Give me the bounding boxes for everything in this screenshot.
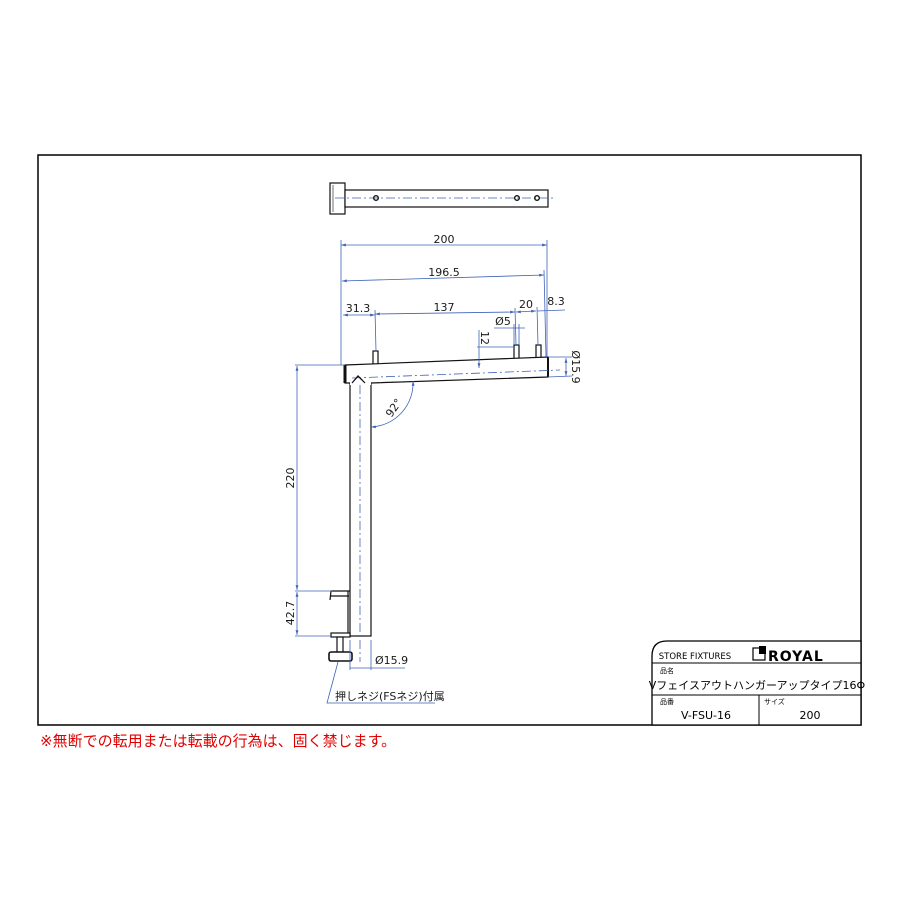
top-view (329, 182, 556, 215)
dim-overall-width: 200 (434, 233, 455, 246)
product-code: V-FSU-16 (681, 709, 731, 722)
dim-pin-height: 12 (478, 331, 491, 345)
drawing-frame (37, 154, 862, 726)
dim-pin-diameter: Ø5 (495, 315, 511, 328)
dim-post-length: 220 (284, 468, 297, 489)
name-label: 品名 (660, 666, 674, 675)
dim-arm-diameter: Ø15.9 (569, 350, 582, 383)
screw-note: 押しネジ(FSネジ)付属 (335, 689, 445, 703)
dim-end-offset: 8.3 (547, 295, 565, 308)
front-view (328, 344, 561, 662)
company-tag: STORE FIXTURES (659, 652, 731, 662)
dimension-lines (295, 240, 573, 704)
dim-pin-spacing: 137 (434, 301, 455, 314)
copyright-notice: ※無断での転用または転載の行為は、固く禁じます。 (40, 732, 397, 750)
dim-post-diameter: Ø15.9 (375, 654, 408, 667)
size-value: 200 (800, 709, 821, 722)
dim-angle: 92° (383, 396, 405, 419)
dim-arm-length: 196.5 (428, 266, 460, 279)
dim-first-pin-offset: 31.3 (346, 302, 371, 315)
title-block: STORE FIXTURES ROYAL 品名 Vフェイスアウトハンガーアップタ… (649, 640, 866, 726)
size-label: サイズ (764, 697, 785, 706)
svg-text:ROYAL: ROYAL (768, 649, 824, 665)
code-label: 品番 (660, 698, 674, 706)
dim-pin-gap: 20 (519, 298, 533, 311)
dim-clamp-height: 42.7 (284, 601, 297, 626)
product-name: Vフェイスアウトハンガーアップタイプ16Φ (649, 679, 866, 692)
royal-logo: ROYAL (752, 646, 824, 665)
